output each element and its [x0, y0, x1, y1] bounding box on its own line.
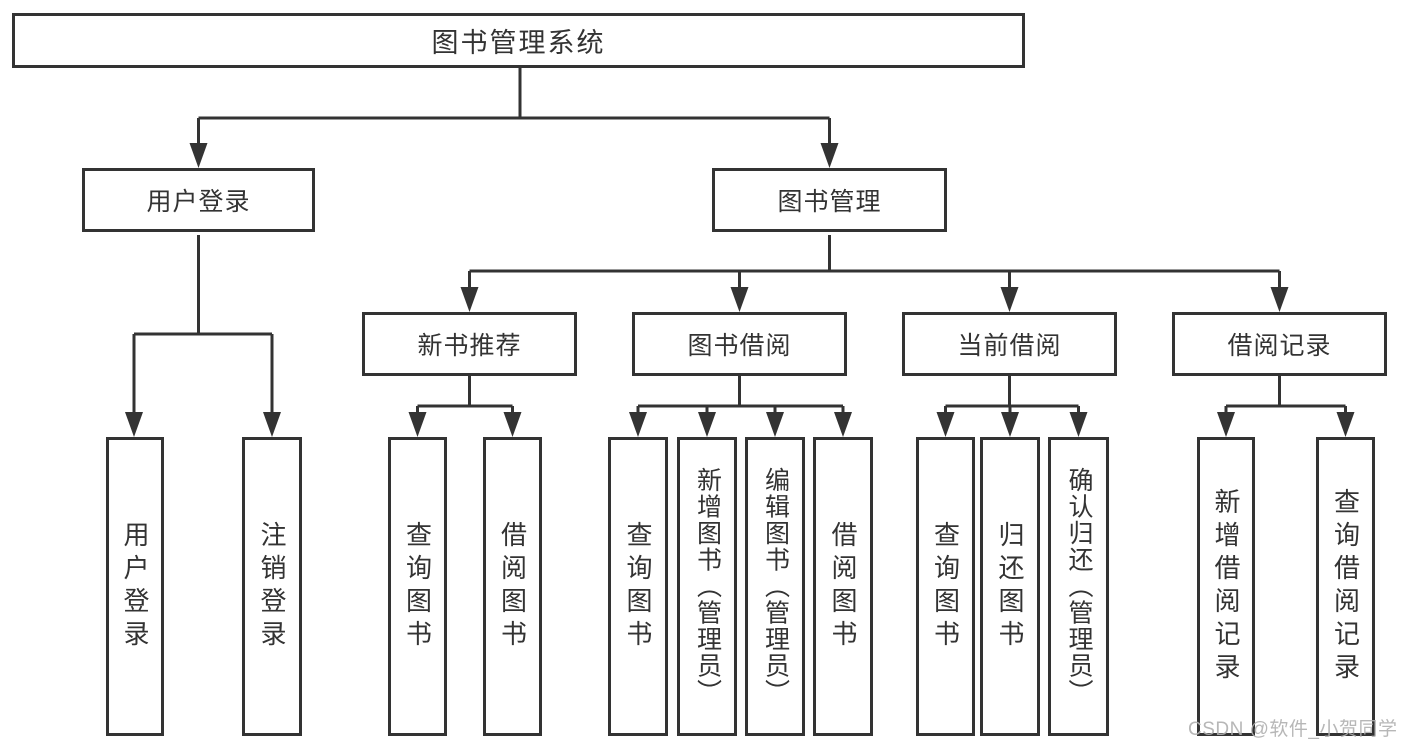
leaf-borrow-add-book-admin: 新增图书（管理员） — [677, 437, 737, 736]
leaf-user-login: 用户登录 — [106, 437, 164, 736]
csdn-watermark: CSDN @软件_小贺同学 — [1188, 719, 1398, 740]
leaf-newbook-query-books: 查询图书 — [388, 437, 447, 736]
leaf-current-return-book: 归还图书 — [980, 437, 1040, 736]
leaf-current-confirm-return-admin: 确认归还（管理员） — [1048, 437, 1109, 736]
node-user-login: 用户登录 — [82, 168, 315, 232]
node-new-book-recommend: 新书推荐 — [362, 312, 577, 376]
leaf-borrow-edit-book-admin: 编辑图书（管理员） — [745, 437, 805, 736]
leaf-borrow-borrow-books: 借阅图书 — [813, 437, 873, 736]
leaf-logout: 注销登录 — [242, 437, 302, 736]
node-root-library-system: 图书管理系统 — [12, 13, 1025, 68]
node-borrowing-records: 借阅记录 — [1172, 312, 1387, 376]
leaf-current-query-books: 查询图书 — [916, 437, 975, 736]
node-current-borrowing: 当前借阅 — [902, 312, 1117, 376]
node-book-borrowing: 图书借阅 — [632, 312, 847, 376]
leaf-borrow-query-books: 查询图书 — [608, 437, 668, 736]
node-book-management: 图书管理 — [712, 168, 947, 232]
leaf-record-query-borrow-record: 查询借阅记录 — [1316, 437, 1375, 736]
leaf-record-add-borrow-record: 新增借阅记录 — [1197, 437, 1255, 736]
leaf-newbook-borrow-books: 借阅图书 — [483, 437, 542, 736]
